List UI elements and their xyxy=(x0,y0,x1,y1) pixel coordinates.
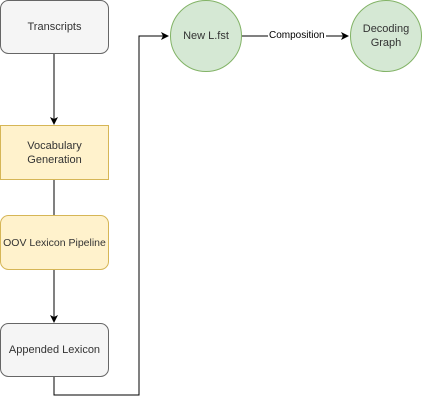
node-transcripts xyxy=(0,0,109,54)
label-transcripts: Transcripts xyxy=(27,21,82,33)
node-new-lfst xyxy=(170,0,242,72)
edge-appended-to-new-lfst xyxy=(53,32,169,396)
label-decoding-graph: Decoding Graph xyxy=(362,23,410,49)
node-decoding-graph xyxy=(350,0,422,72)
edge-label-composition: Composition xyxy=(268,30,326,42)
label-appended-lexicon: Appended Lexicon xyxy=(8,344,101,356)
label-vocabulary-generation: Vocabulary Generation xyxy=(27,139,82,166)
label-oov-lexicon-pipeline: OOV Lexicon Pipeline xyxy=(3,236,106,249)
node-oov-lexicon-pipeline xyxy=(0,215,109,270)
node-appended-lexicon xyxy=(0,323,109,377)
label-new-lfst: New L.fst xyxy=(183,30,229,42)
node-vocabulary-generation xyxy=(0,125,109,180)
